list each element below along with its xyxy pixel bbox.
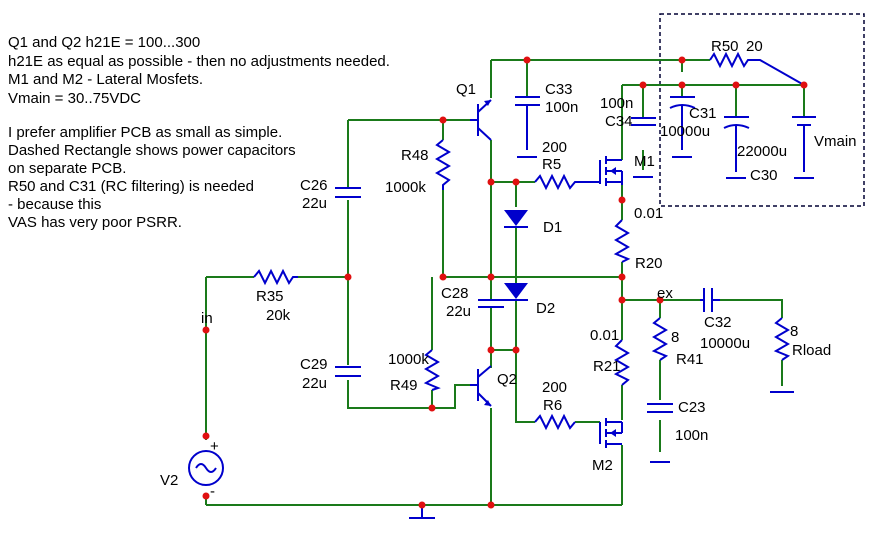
rload-resistor: [770, 317, 794, 393]
m1-label: M1: [634, 153, 655, 170]
vmain-label: Vmain: [814, 133, 857, 150]
c23-value: 100n: [675, 427, 708, 444]
v2-label: V2: [160, 472, 178, 489]
r6-resistor: [534, 413, 576, 431]
net-ex-label: ex: [657, 285, 673, 302]
v2-minus-label: -: [210, 483, 215, 500]
r49-value: 1000k: [388, 351, 429, 368]
r20-name: R20: [635, 255, 663, 272]
c34-capacitor: [631, 117, 656, 178]
note-line-6: Dashed Rectangle shows power capacitors: [8, 142, 296, 159]
d2-label: D2: [536, 300, 555, 317]
note-line-1: Q1 and Q2 h21E = 100...300: [8, 34, 200, 51]
c28-capacitor: [478, 299, 504, 308]
c32-capacitor: [700, 288, 720, 312]
d1-diode: [504, 210, 528, 228]
r5-name: R5: [542, 156, 561, 173]
c29-capacitor: [335, 366, 361, 377]
c29-name: C29: [300, 356, 328, 373]
c34-value: 100n: [600, 95, 633, 112]
note-line-8: R50 and C31 (RC filtering) is needed: [8, 178, 254, 195]
power-pcb-boundary: [659, 13, 865, 207]
c30-capacitor: [723, 116, 750, 179]
r20-value: 0.01: [634, 205, 663, 222]
r5-value: 200: [542, 139, 567, 156]
component-labels: Q1 R50 20 C33 100n 100n C34 C31 10000u V…: [160, 38, 857, 500]
r35-value: 20k: [266, 307, 291, 324]
r48-value: 1000k: [385, 179, 426, 196]
notes-block: Q1 and Q2 h21E = 100...300 h21E as equal…: [8, 34, 390, 231]
q1-transistor: [470, 99, 492, 141]
v2-source: [188, 450, 224, 486]
c26-value: 22u: [302, 195, 327, 212]
q1-label: Q1: [456, 81, 476, 98]
d2-diode: [504, 283, 528, 301]
net-in-label: in: [201, 310, 213, 327]
v2-plus-label: +: [210, 438, 219, 455]
c29-value: 22u: [302, 375, 327, 392]
r49-resistor: [423, 349, 441, 391]
r41-resistor: [651, 317, 669, 361]
m2-label: M2: [592, 457, 613, 474]
note-line-5: I prefer amplifier PCB as small as simpl…: [8, 124, 282, 141]
r48-resistor: [435, 139, 451, 190]
r50-name: R50: [711, 38, 739, 55]
rload-value: 8: [790, 323, 798, 340]
c33-name: C33: [545, 81, 573, 98]
c31-capacitor: [669, 96, 696, 158]
d1-label: D1: [543, 219, 562, 236]
c26-capacitor: [335, 187, 361, 198]
rload-name: Rload: [792, 342, 831, 359]
note-line-3: M1 and M2 - Lateral Mosfets.: [8, 71, 203, 88]
q2-label: Q2: [497, 371, 517, 388]
r50-value: 20: [746, 38, 763, 55]
r41-name: R41: [676, 351, 704, 368]
wires: [205, 59, 805, 515]
c23-capacitor: [647, 403, 673, 463]
c31-name: C31: [689, 105, 717, 122]
r50-resistor: [709, 51, 805, 86]
m1-mosfet: [599, 156, 623, 186]
vmain-source: [792, 116, 816, 179]
c34-name: C34: [605, 113, 633, 130]
c32-value: 10000u: [700, 335, 750, 352]
c33-value: 100n: [545, 99, 578, 116]
c28-name: C28: [441, 285, 469, 302]
c32-name: C32: [704, 314, 732, 331]
r21-resistor: [613, 339, 630, 386]
r20-resistor: [613, 219, 631, 263]
c23-name: C23: [678, 399, 706, 416]
note-line-10: VAS has very poor PSRR.: [8, 214, 182, 231]
note-line-2: h21E as equal as possible - then no adju…: [8, 53, 390, 70]
r35-name: R35: [256, 288, 284, 305]
note-line-7: on separate PCB.: [8, 160, 126, 177]
r41-value: 8: [671, 329, 679, 346]
q2-transistor: [470, 365, 492, 407]
note-line-9: - because this: [8, 196, 101, 213]
r35-resistor: [253, 268, 298, 286]
c30-name: C30: [750, 167, 778, 184]
r48-name: R48: [401, 147, 429, 164]
r21-name: R21: [593, 358, 621, 375]
m2-mosfet: [599, 418, 623, 448]
c26-name: C26: [300, 177, 328, 194]
note-line-4: Vmain = 30..75VDC: [8, 90, 141, 107]
r6-name: R6: [543, 397, 562, 414]
r5-resistor: [534, 173, 600, 191]
r6-value: 200: [542, 379, 567, 396]
c31-value: 10000u: [660, 123, 710, 140]
c33-capacitor: [515, 96, 540, 158]
c28-value: 22u: [446, 303, 471, 320]
c30-value: 22000u: [737, 143, 787, 160]
junction-nodes: [202, 56, 808, 509]
r21-value: 0.01: [590, 327, 619, 344]
r49-name: R49: [390, 377, 418, 394]
